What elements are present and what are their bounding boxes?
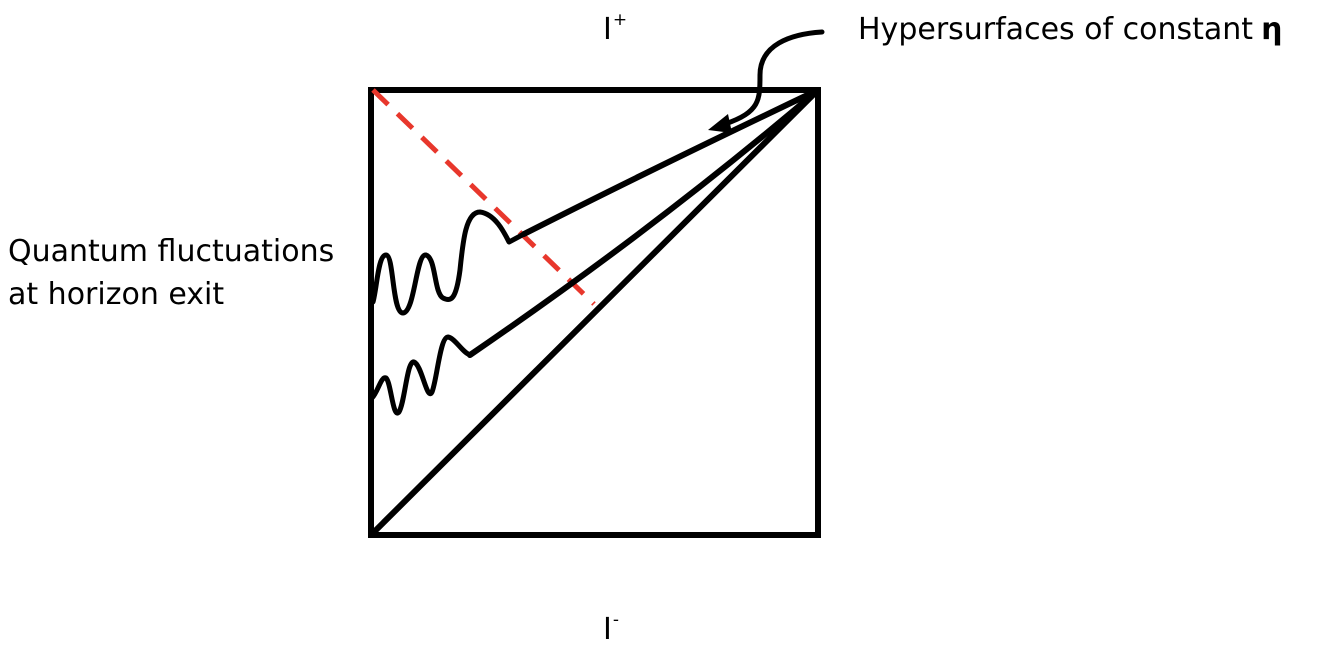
light-cone-diagonal <box>368 87 821 538</box>
fluctuation-wave-upper <box>370 209 527 316</box>
future-infinity-sup: + <box>612 10 628 30</box>
pointer-arrow-head <box>708 114 732 133</box>
hypersurface-lower <box>467 87 821 358</box>
quantum-label-line1: Quantum fluctuations <box>8 234 335 269</box>
hypersurfaces-text: Hypersurfaces of constant <box>858 12 1254 47</box>
future-infinity-letter: I <box>603 12 612 47</box>
future-infinity-label: I+ <box>603 10 628 47</box>
eta-symbol: η <box>1261 12 1283 47</box>
quantum-label-line2: at horizon exit <box>8 277 225 312</box>
quantum-fluctuations-label: Quantum fluctuations at horizon exit <box>8 230 334 316</box>
fluctuation-wave-lower <box>369 334 473 416</box>
past-infinity-letter: I <box>603 612 612 647</box>
pointer-arrow-curve <box>722 29 825 127</box>
past-infinity-sup: - <box>612 610 619 630</box>
horizon-dashed-line <box>371 88 596 306</box>
hypersurface-upper <box>521 87 821 237</box>
conformal-boundary-square <box>368 87 821 538</box>
past-infinity-label: I- <box>603 610 619 647</box>
